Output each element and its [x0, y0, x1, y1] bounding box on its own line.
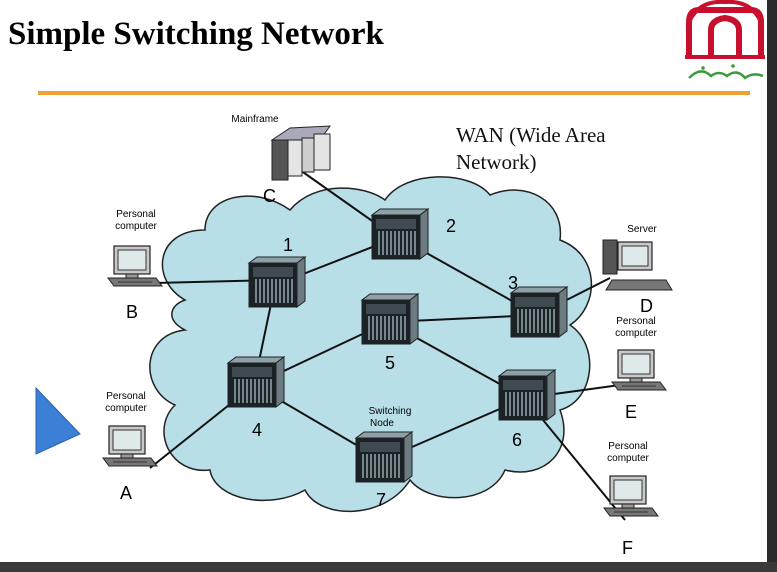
switching-node-icon [510, 286, 568, 338]
slide-title: Simple Switching Network [8, 16, 384, 52]
node-label-2: 2 [446, 216, 456, 236]
bottom-bar [0, 562, 777, 572]
switching-node-5: 5 [361, 293, 419, 373]
mainframe-icon [270, 125, 332, 181]
slide: Simple Switching Network [0, 0, 767, 562]
link-C-2 [299, 169, 386, 231]
device-C: Mainframe C [231, 114, 332, 206]
node-label-7: 7 [376, 490, 386, 510]
switching-node-icon [248, 256, 306, 308]
personal-computer-icon [611, 349, 667, 391]
switching-node-3: 3 [508, 273, 568, 338]
switching-node-icon [498, 369, 556, 421]
wan-label: WAN (Wide Area Network) [456, 123, 606, 174]
node-label-3: 3 [508, 273, 518, 293]
node-label-6: 6 [512, 430, 522, 450]
device-letter-B: B [126, 302, 138, 322]
switching-node-icon [355, 431, 413, 483]
personal-computer-icon [102, 425, 158, 467]
node-label-5: 5 [385, 353, 395, 373]
device-letter-A: A [120, 483, 132, 503]
node-label-4: 4 [252, 420, 262, 440]
device-type-C: Mainframe [231, 114, 279, 125]
device-letter-D: D [640, 296, 653, 316]
personal-computer-icon [603, 475, 659, 517]
personal-computer-icon [107, 245, 163, 287]
switching-node-icon [361, 293, 419, 345]
server-icon [602, 239, 673, 291]
switching-node-1: 1 [248, 235, 306, 308]
play-cursor-icon[interactable] [34, 386, 82, 458]
device-type-D: Server [627, 224, 657, 235]
window-edge [767, 0, 777, 562]
logo-icon [685, 0, 765, 80]
device-letter-C: C [263, 186, 276, 206]
switching-node-7: 7 [355, 431, 413, 510]
device-letter-F: F [622, 538, 633, 558]
switching-node-icon [227, 356, 285, 408]
device-D: Server D [602, 224, 673, 316]
node-label-1: 1 [283, 235, 293, 255]
device-letter-E: E [625, 402, 637, 422]
switching-node-icon [371, 208, 429, 260]
switching-node-2: 2 [371, 208, 456, 260]
switching-node-6: 6 [498, 369, 556, 450]
title-underline [38, 91, 750, 95]
switching-node-4: 4 [227, 356, 285, 440]
